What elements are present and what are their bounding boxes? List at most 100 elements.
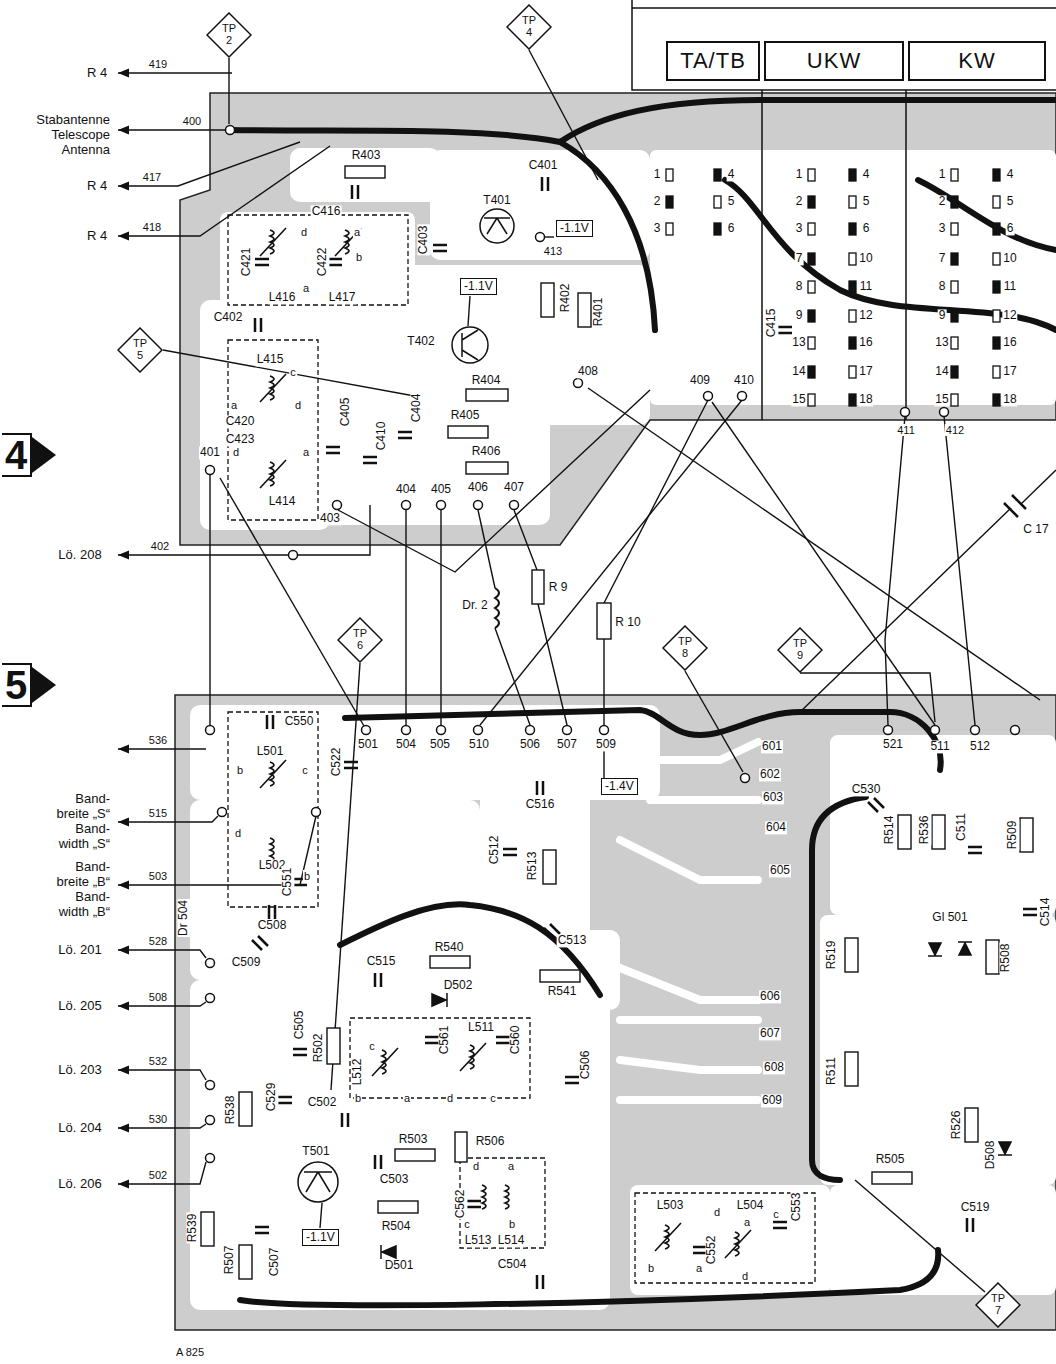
switch-pad (951, 394, 958, 406)
part-label: 411 (896, 424, 916, 436)
pad (1011, 726, 1020, 735)
coil-symbol (260, 760, 286, 788)
part-label: C507 (268, 1247, 281, 1278)
shield-outline (228, 712, 318, 907)
part-label: c (289, 366, 297, 378)
voltage-box: -1.4V (601, 778, 638, 795)
part-label: L511 (467, 1021, 495, 1034)
part-label: L501 (256, 745, 285, 758)
part-label: 605 (769, 864, 791, 877)
part-label: C403 (417, 225, 430, 256)
part-label: Dr 504 (177, 899, 190, 937)
pad (206, 994, 215, 1003)
part-label: R 4 (86, 66, 108, 80)
part-label: d (472, 1160, 480, 1172)
switch-pin-number: 18 (858, 393, 873, 406)
leader-arrow (118, 129, 226, 130)
part-label: 504 (395, 738, 417, 751)
switch-pin-number: 17 (1002, 365, 1017, 378)
test-point: TP 6 (337, 617, 383, 663)
part-label: Lö. 205 (57, 999, 102, 1013)
diamond-shape (663, 626, 707, 670)
part-label: 604 (765, 821, 787, 834)
resistor-symbol (578, 293, 591, 327)
switch-pin-number: 1 (795, 168, 804, 181)
part-label: C421 (240, 247, 253, 278)
resistor-symbol (872, 1172, 912, 1184)
pad (206, 1154, 215, 1163)
part-label: a (353, 226, 361, 238)
pad (474, 726, 483, 735)
part-label: R 10 (614, 616, 641, 629)
marker-triangle (32, 667, 56, 703)
part-label: C522 (330, 747, 343, 778)
wire (478, 510, 530, 725)
switch-pin-number: 13 (791, 336, 806, 349)
part-label: R513 (526, 851, 539, 882)
diamond-shape (338, 618, 382, 662)
part-label: b (303, 870, 311, 882)
resistor-symbol (845, 938, 858, 972)
part-label: 419 (148, 58, 168, 70)
switch-pad (849, 337, 856, 349)
part-label: R539 (186, 1213, 199, 1244)
part-label: 528 (148, 935, 168, 947)
pad (312, 808, 321, 817)
part-label: R406 (471, 445, 502, 458)
part-label: R519 (825, 940, 838, 971)
section-marker-text: 5 (2, 663, 32, 707)
voltage-box-text: -1.1V (560, 222, 589, 235)
pad (474, 501, 483, 510)
part-label: 602 (759, 768, 781, 781)
coil-symbol (260, 460, 286, 488)
switch-pin-number: 16 (1002, 336, 1017, 349)
wire (480, 400, 742, 725)
resistor-symbol (541, 283, 554, 317)
resistor-symbol (986, 940, 999, 974)
switch-pin-number: 10 (1002, 252, 1017, 265)
part-label: 405 (430, 483, 452, 496)
part-label: b (647, 1262, 655, 1274)
diamond-shape (207, 13, 251, 57)
voltage-box: -1.1V (460, 278, 497, 295)
coil-symbol (482, 1185, 486, 1209)
part-label: R503 (398, 1133, 429, 1146)
part-label: d (294, 399, 302, 411)
switch-pad (808, 394, 815, 406)
part-label: 502 (148, 1169, 168, 1181)
switch-pin-number: 11 (1003, 280, 1017, 293)
resistor-symbol (540, 970, 580, 982)
part-label: R 4 (86, 229, 108, 243)
pad (738, 392, 747, 401)
part-label: 503 (148, 870, 168, 882)
pad (563, 726, 572, 735)
part-label: 530 (148, 1113, 168, 1125)
part-label: Dr. 2 (461, 599, 488, 612)
wire (240, 1250, 938, 1305)
switch-label-text: UKW (807, 48, 861, 74)
island (630, 1185, 830, 1295)
part-label: 606 (759, 990, 781, 1003)
pad (437, 726, 446, 735)
pad (600, 726, 609, 735)
part-label: Band- breite „S“ Band- width „S“ (45, 792, 111, 852)
wire (345, 710, 890, 735)
resistor-symbol (378, 1201, 418, 1213)
leader-line (685, 671, 743, 772)
part-label: d (232, 446, 240, 458)
switch-pin-number: 5 (1006, 195, 1015, 208)
wire (588, 388, 1040, 700)
part-label: a (230, 399, 238, 411)
part-label: C560 (509, 1025, 522, 1056)
switch-pin-number: 3 (653, 222, 662, 235)
part-label: R511 (825, 1056, 838, 1086)
part-label: 607 (759, 1027, 781, 1040)
part-label: Lö. 201 (57, 943, 102, 957)
switch-pin-number: 11 (859, 280, 873, 293)
switch-pin-number: 4 (1006, 168, 1015, 181)
pad (333, 501, 342, 510)
switch-pin-number: 7 (795, 252, 804, 265)
part-label: d (446, 1092, 454, 1104)
test-point-text: TP 5 (131, 338, 149, 361)
part-label: C519 (960, 1201, 991, 1214)
